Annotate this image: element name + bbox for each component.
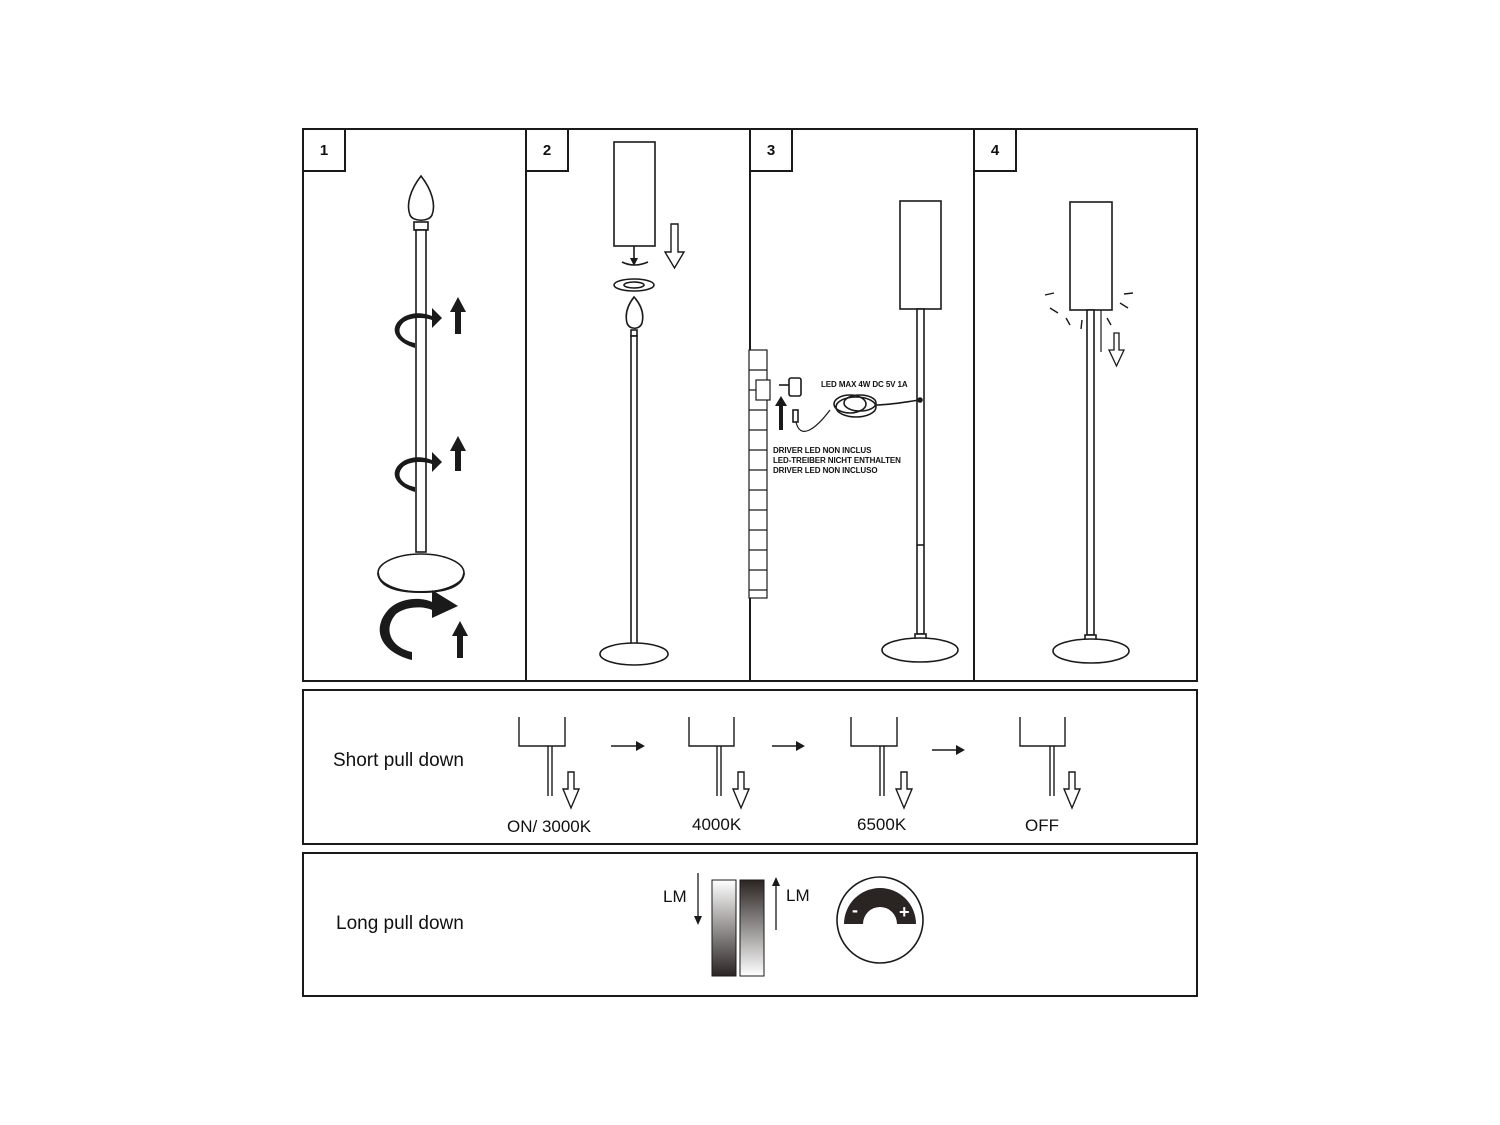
lamp-shade bbox=[1069, 201, 1113, 311]
base-disc bbox=[599, 642, 669, 666]
bulb-icon bbox=[625, 295, 644, 330]
mode-label-off: OFF bbox=[1025, 816, 1059, 835]
step1-drawing bbox=[377, 174, 465, 594]
driver-note-de: LED-TREIBER NICHT ENTHALTEN bbox=[773, 456, 901, 465]
pole bbox=[1086, 309, 1095, 636]
cable-coil bbox=[833, 394, 867, 414]
pull-figure bbox=[688, 717, 751, 810]
step-number: 2 bbox=[527, 130, 569, 172]
mode-label-4000k: 4000K bbox=[692, 815, 742, 834]
lamp-shade bbox=[613, 141, 656, 247]
lamp-shade bbox=[899, 200, 942, 310]
step-number: 4 bbox=[975, 130, 1017, 172]
driver-note-fr: DRIVER LED NON INCLUS bbox=[773, 446, 872, 455]
lm-arrows bbox=[694, 873, 780, 930]
base-disc bbox=[1052, 638, 1130, 664]
power-adapter bbox=[788, 377, 802, 397]
long-pull-title: Long pull down bbox=[336, 913, 464, 934]
wall-bricks bbox=[748, 349, 771, 599]
step3-drawing bbox=[748, 200, 959, 663]
pull-figure bbox=[850, 717, 914, 810]
pull-figure bbox=[518, 717, 581, 810]
driver-note-it: DRIVER LED NON INCLUSO bbox=[773, 466, 878, 475]
dim-up-bar bbox=[739, 879, 765, 977]
usb-plug bbox=[792, 409, 799, 423]
lm-up-label: LM bbox=[786, 886, 810, 905]
dimming-bars bbox=[711, 879, 765, 977]
dial-minus-label: - bbox=[852, 900, 858, 920]
led-spec-label: LED MAX 4W DC 5V 1A bbox=[821, 380, 908, 389]
light-rays bbox=[1044, 292, 1134, 330]
arrow-right-icon bbox=[611, 741, 965, 755]
up-arrow-icon bbox=[450, 297, 468, 658]
short-pull-title: Short pull down bbox=[333, 750, 464, 771]
pole bbox=[630, 335, 638, 649]
pole-segment bbox=[415, 229, 427, 553]
down-arrow-icon bbox=[663, 223, 686, 270]
up-arrow-icon bbox=[775, 396, 787, 430]
mode-label-on-3000k: ON/ 3000K bbox=[507, 817, 592, 836]
step-number: 1 bbox=[304, 130, 346, 172]
pull-figure bbox=[1019, 717, 1082, 810]
mode-label-6500k: 6500K bbox=[857, 815, 907, 834]
step2-drawing bbox=[599, 141, 669, 666]
pole bbox=[916, 308, 925, 635]
dial-plus-label: + bbox=[899, 902, 910, 922]
lm-down-label: LM bbox=[663, 887, 687, 906]
base-disc bbox=[881, 637, 959, 663]
step-panel-4: 4 bbox=[973, 128, 1198, 682]
dim-down-bar bbox=[711, 879, 737, 977]
down-arrow-icon bbox=[1107, 332, 1126, 368]
short-pull-panel bbox=[302, 689, 1198, 845]
rotate-arrow-icon bbox=[379, 308, 458, 660]
step4-drawing bbox=[1052, 201, 1130, 664]
step-number: 3 bbox=[751, 130, 793, 172]
bulb-socket bbox=[413, 221, 429, 231]
dimmer-dial-icon bbox=[836, 876, 924, 964]
base-disc bbox=[377, 553, 465, 593]
bulb-icon bbox=[407, 174, 435, 222]
